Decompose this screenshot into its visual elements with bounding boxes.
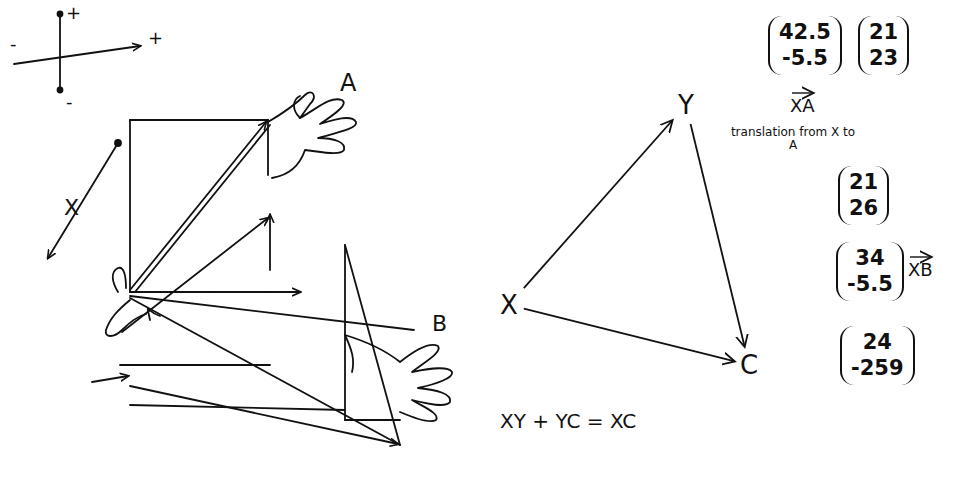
- column-vector: 34-5.5: [836, 242, 904, 301]
- sketch-label: -: [10, 34, 17, 54]
- point-label: X: [500, 290, 518, 320]
- column-vector: 24-259: [840, 326, 915, 385]
- sketch-label: +: [66, 3, 81, 23]
- vector-entry: -5.5: [782, 45, 828, 71]
- vector-overarrow: [910, 256, 931, 257]
- sketch-label: X: [64, 196, 79, 220]
- sketch-label: XY + YC = XC: [500, 410, 636, 432]
- vector-arrow: [524, 121, 672, 288]
- vector-entry: -259: [851, 355, 904, 381]
- column-vector: 42.5-5.5: [768, 16, 842, 75]
- sketch-label: -: [66, 92, 73, 112]
- vector-entry: 21: [849, 169, 878, 195]
- vector-name: XA: [790, 96, 815, 116]
- vector-entry: 34: [855, 245, 884, 271]
- sketch-label: +: [148, 28, 163, 48]
- vector-entry: 42.5: [779, 19, 831, 45]
- point-node: X: [494, 286, 524, 324]
- sketch-label: A: [340, 70, 356, 96]
- vector-entry: 26: [849, 195, 878, 221]
- vector-name: XB: [908, 260, 933, 280]
- vector-arrow: [524, 309, 734, 362]
- vector-entry: 23: [869, 45, 898, 71]
- vector-overarrow: [792, 92, 813, 93]
- column-vector: 2123: [858, 16, 909, 75]
- vector-arrow: [691, 124, 745, 346]
- point-node: Y: [672, 86, 700, 124]
- sketch-label: B: [432, 312, 447, 336]
- vector-entry: 21: [869, 19, 898, 45]
- point-node: C: [734, 346, 764, 384]
- vector-entry: -5.5: [847, 271, 893, 297]
- sketch-label: translation from X to A: [728, 126, 858, 152]
- point-label: C: [740, 350, 758, 380]
- column-vector: 2126: [838, 166, 889, 225]
- vector-entry: 24: [863, 329, 892, 355]
- point-label: Y: [678, 90, 694, 120]
